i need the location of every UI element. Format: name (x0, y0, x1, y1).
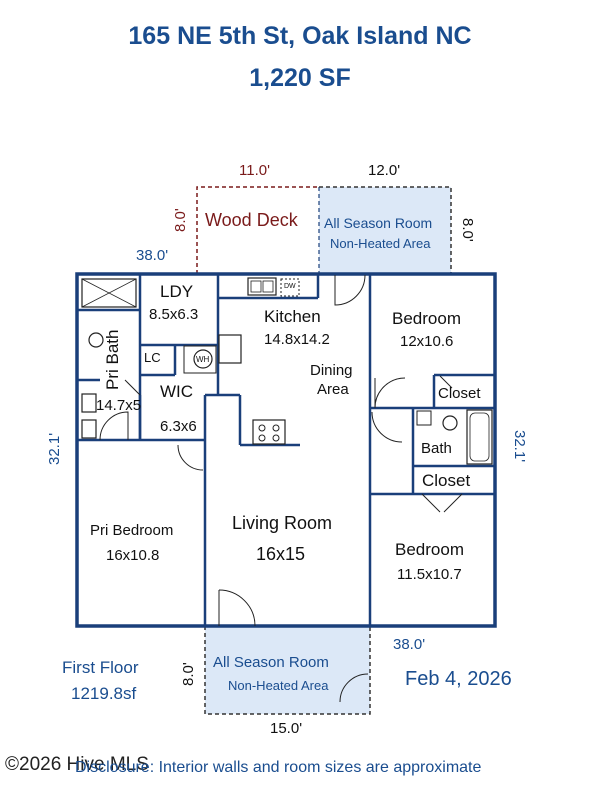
property-address: 165 NE 5th St, Oak Island NC (128, 22, 472, 50)
pri-bath-label: Pri Bath (103, 329, 122, 390)
wic-size: 6.3x6 (160, 418, 197, 435)
plan-date: Feb 4, 2026 (405, 668, 512, 690)
wood-deck-label: Wood Deck (205, 210, 298, 230)
wic-label: WIC (160, 382, 194, 401)
range (252, 419, 286, 445)
interior-walls (77, 274, 495, 626)
pri-bedroom-label: Pri Bedroom (90, 522, 174, 539)
dishwasher (280, 278, 300, 297)
dishwasher-label: DW (284, 283, 296, 290)
dining-label: Dining (310, 362, 353, 379)
pri-bath-size: 14.7x5 (96, 397, 142, 414)
door-swings (99, 274, 463, 703)
rear-porch-outline (319, 186, 452, 274)
hall-toilet (442, 415, 458, 431)
front-porch-fill (205, 626, 370, 714)
water-heater (193, 349, 213, 369)
front-non-heated-label: Non-Heated Area (228, 678, 329, 693)
exterior-walls (75, 272, 497, 628)
bedroom-bottom-label: Bedroom (395, 540, 464, 559)
house-depth-left-dimension: 32.1' (46, 432, 63, 465)
kitchen-size: 14.8x14.2 (264, 331, 330, 348)
deck-depth-dimension: 8.0' (172, 208, 189, 232)
closet-mid-label: Closet (422, 471, 471, 490)
bath-label: Bath (421, 440, 452, 457)
house-width-top-dimension: 38.0' (136, 247, 169, 264)
closet-top-label: Closet (438, 385, 481, 402)
house-depth-right-dimension: 32.1' (511, 430, 528, 463)
living-room-label: Living Room (232, 513, 333, 533)
pri-toilet (88, 332, 104, 348)
watermark: ©2026 Hive MLS (5, 754, 149, 775)
bedroom-top-size: 12x10.6 (400, 333, 454, 350)
shower (81, 278, 137, 308)
ldy-size: 8.5x6.3 (149, 306, 199, 323)
living-room-size: 16x15 (256, 544, 306, 564)
dining-area-label: Area (317, 381, 349, 398)
rear-non-heated-label: Non-Heated Area (330, 236, 431, 251)
property-area: 1,220 SF (249, 64, 351, 92)
floor-area: 1219.8sf (71, 684, 137, 703)
floor-label: First Floor (62, 658, 139, 677)
water-heater-label: WH (196, 355, 210, 364)
bathtub (466, 409, 493, 465)
front-room-depth-dimension: 8.0' (180, 662, 197, 686)
kitchen-label: Kitchen (264, 307, 321, 326)
disclosure-text: Disclosure: Interior walls and room size… (75, 759, 482, 776)
front-all-season-label: All Season Room (213, 654, 329, 671)
deck-width-dimension: 11.0' (239, 162, 270, 179)
linen-closet-label: LC (144, 350, 161, 365)
rear-room-width-dimension: 12.0' (368, 162, 401, 179)
front-room-width-dimension: 15.0' (270, 720, 303, 737)
rear-room-depth-dimension: 8.0' (459, 218, 476, 242)
bedroom-top-label: Bedroom (392, 309, 461, 328)
refrigerator (218, 334, 242, 364)
ldy-label: LDY (160, 282, 194, 301)
bedroom-bottom-size: 11.5x10.7 (397, 566, 462, 583)
house-width-bottom-dimension: 38.0' (393, 636, 426, 653)
rear-porch-fill (319, 187, 451, 274)
wood-deck-outline (196, 186, 319, 274)
front-porch-outline (204, 626, 371, 715)
rear-all-season-label: All Season Room (324, 215, 433, 231)
kitchen-sink (247, 277, 277, 296)
pri-bedroom-size: 16x10.8 (106, 547, 160, 564)
